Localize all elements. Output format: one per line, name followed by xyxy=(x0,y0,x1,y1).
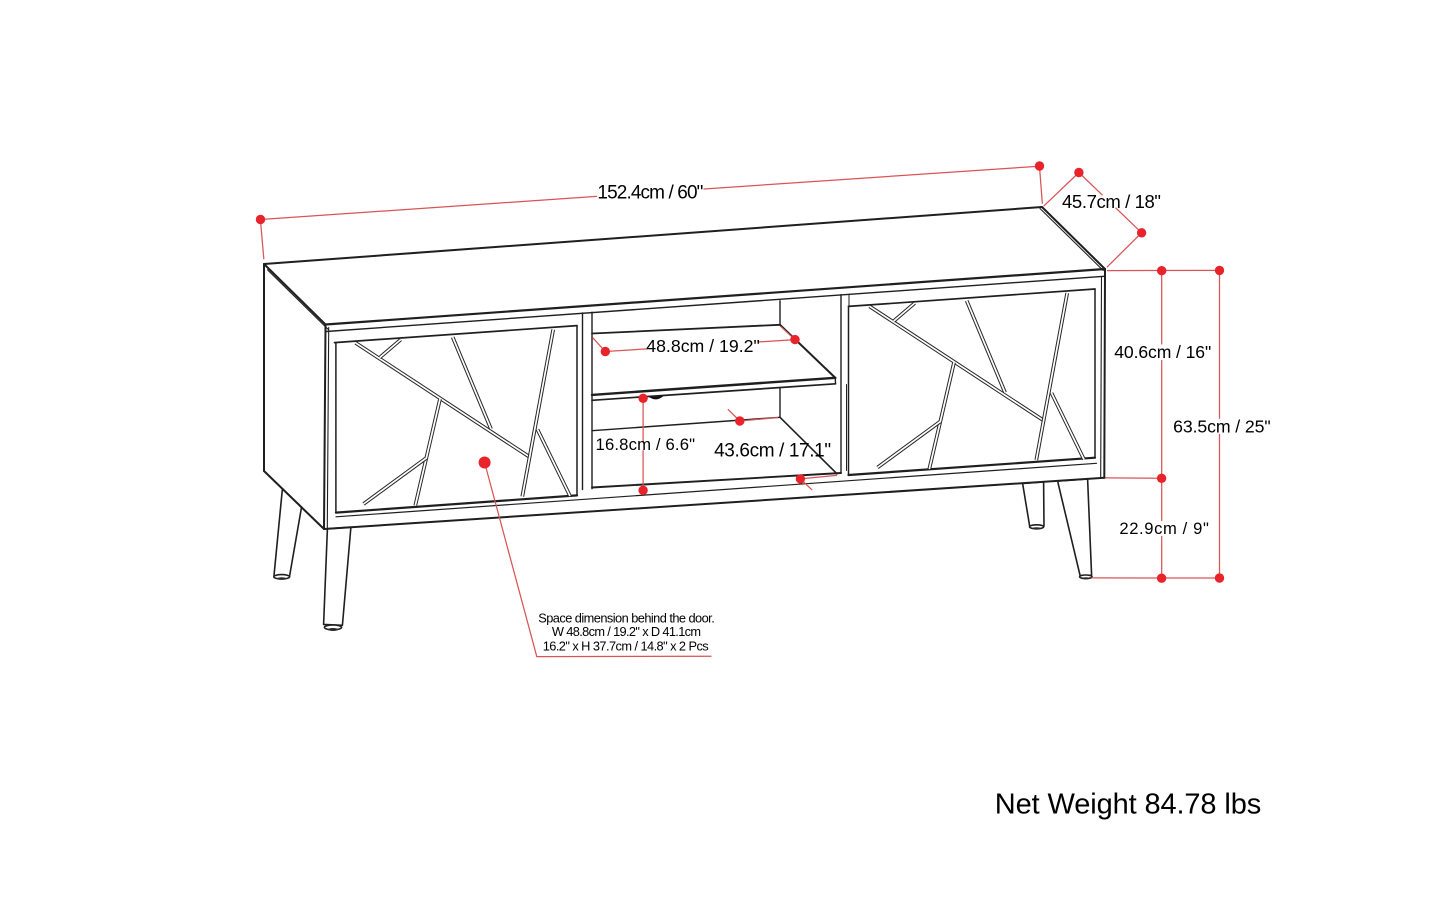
svg-text:W 48.8cm / 19.2" x D 41.1cm: W 48.8cm / 19.2" x D 41.1cm xyxy=(552,624,701,639)
svg-text:16.8cm / 6.6": 16.8cm / 6.6" xyxy=(596,435,696,454)
svg-text:16.2" x H 37.7cm / 14.8" x 2 P: 16.2" x H 37.7cm / 14.8" x 2 Pcs xyxy=(543,638,709,653)
svg-text:48.8cm / 19.2": 48.8cm / 19.2" xyxy=(646,336,760,356)
svg-text:152.4cm / 60": 152.4cm / 60" xyxy=(597,183,703,204)
svg-text:Space dimension behind the doo: Space dimension behind the door. xyxy=(538,611,715,626)
svg-text:40.6cm / 16": 40.6cm / 16" xyxy=(1114,342,1211,362)
svg-text:45.7cm / 18": 45.7cm / 18" xyxy=(1062,191,1161,212)
svg-text:43.6cm / 17.1": 43.6cm / 17.1" xyxy=(714,440,831,461)
svg-text:Net Weight 84.78 lbs: Net Weight 84.78 lbs xyxy=(995,789,1261,821)
svg-text:22.9cm / 9": 22.9cm / 9" xyxy=(1119,519,1209,538)
svg-text:63.5cm / 25": 63.5cm / 25" xyxy=(1173,416,1271,436)
